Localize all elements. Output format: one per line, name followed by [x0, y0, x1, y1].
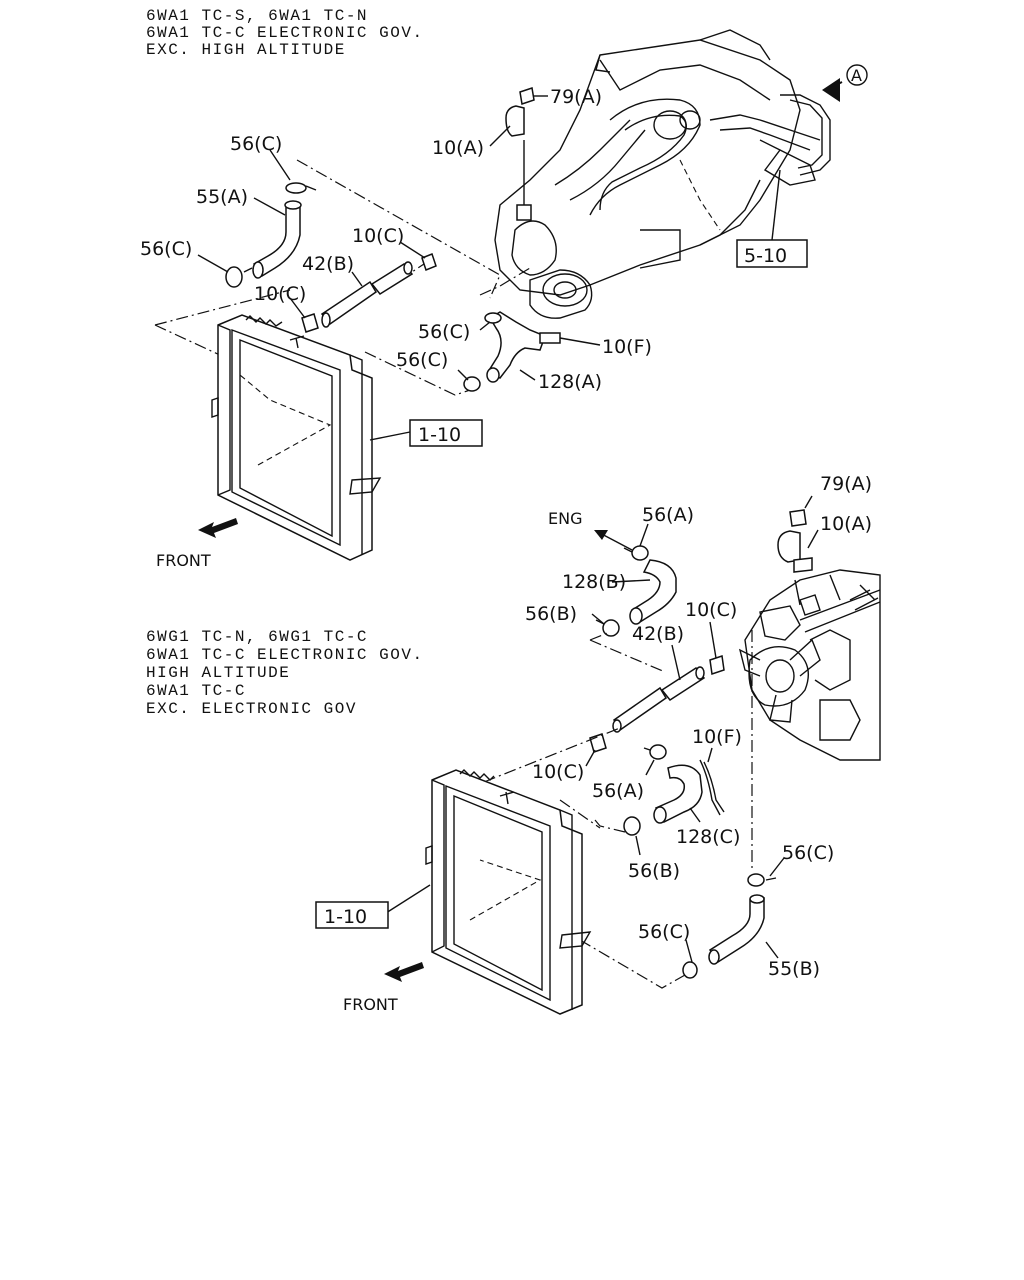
top-bracket-79a: 79(A) 10(A) — [432, 86, 602, 221]
top-view-a-marker: A — [822, 64, 868, 102]
bottom-callout-42b: 42(B) — [632, 623, 684, 645]
eng-arrow-icon — [594, 530, 608, 540]
top-ref-engine: 5-10 — [736, 169, 808, 268]
bottom-callout-56c-2: 56(C) — [638, 921, 690, 943]
bottom-hose-55b: 56(C) 56(C) 55(B) — [638, 842, 834, 980]
bottom-note-line-5: EXC. ELECTRONIC GOV — [146, 700, 357, 718]
top-callout-10c-1: 10(C) — [352, 225, 404, 247]
top-ref-engine-label: 5-10 — [744, 245, 787, 267]
bottom-note-line-4: 6WA1 TC-C — [146, 682, 246, 700]
bottom-callout-10f: 10(F) — [692, 726, 742, 748]
top-notes: 6WA1 TC-S, 6WA1 TC-N 6WA1 TC-C ELECTRONI… — [146, 7, 424, 59]
top-callout-128a: 128(A) — [538, 371, 602, 393]
top-front-indicator: FRONT — [156, 518, 238, 570]
bottom-callout-128c: 128(C) — [676, 826, 740, 848]
bottom-notes: 6WG1 TC-N, 6WG1 TC-C 6WA1 TC-C ELECTRONI… — [146, 628, 424, 718]
top-note-line-3: EXC. HIGH ALTITUDE — [146, 41, 346, 59]
bottom-front-label: FRONT — [343, 995, 398, 1014]
bottom-callout-56a-2: 56(A) — [592, 780, 644, 802]
top-hose-55a: 56(C) 55(A) 56(C) — [140, 133, 317, 288]
bottom-radiator: 1-10 — [315, 769, 592, 1015]
top-hose-128a: 56(C) 56(C) 10(F) 128(A) — [396, 311, 652, 393]
bottom-note-line-2: 6WA1 TC-C ELECTRONIC GOV. — [146, 646, 424, 664]
top-note-line-2: 6WA1 TC-C ELECTRONIC GOV. — [146, 24, 424, 42]
top-callout-79a: 79(A) — [550, 86, 602, 108]
bottom-note-line-3: HIGH ALTITUDE — [146, 664, 290, 682]
top-note-line-1: 6WA1 TC-S, 6WA1 TC-N — [146, 7, 368, 25]
bottom-callout-10a: 10(A) — [820, 513, 872, 535]
bottom-pipe-42b: 10(C) 42(B) 10(C) — [532, 599, 737, 783]
bottom-callout-79a: 79(A) — [820, 473, 872, 495]
bottom-callout-56a-1: 56(A) — [642, 504, 694, 526]
bottom-callout-56c-1: 56(C) — [782, 842, 834, 864]
top-ref-radiator-label: 1-10 — [418, 424, 461, 446]
top-callout-10f: 10(F) — [602, 336, 652, 358]
top-callout-10a: 10(A) — [432, 137, 484, 159]
bottom-engine-drawing — [738, 569, 881, 761]
bottom-callout-55b: 55(B) — [768, 958, 820, 980]
top-callout-55a: 55(A) — [196, 186, 248, 208]
top-radiator: 1-10 — [211, 314, 483, 561]
bottom-eng-indicator: ENG 56(A) — [548, 504, 694, 561]
bottom-front-indicator: FRONT — [343, 962, 424, 1014]
top-engine-drawing — [494, 29, 831, 319]
top-front-label: FRONT — [156, 551, 211, 570]
view-arrow-icon — [822, 78, 840, 102]
bottom-eng-label: ENG — [548, 509, 582, 528]
top-callout-42b: 42(B) — [302, 253, 354, 275]
bottom-callout-128b: 128(B) — [562, 571, 626, 593]
bottom-note-line-1: 6WG1 TC-N, 6WG1 TC-C — [146, 628, 368, 646]
bottom-hose-128b: 128(B) 56(B) — [525, 559, 677, 637]
top-callout-56c-2: 56(C) — [140, 238, 192, 260]
bottom-callout-56b-2: 56(B) — [628, 860, 680, 882]
top-callout-56c-3: 56(C) — [418, 321, 470, 343]
bottom-ref-radiator-label: 1-10 — [324, 906, 367, 928]
top-pipe-42b: 10(C) 42(B) 10(C) — [254, 225, 437, 333]
front-arrow-icon — [198, 518, 238, 538]
top-view-a-label: A — [851, 66, 862, 85]
top-callout-10c-2: 10(C) — [254, 283, 306, 305]
bottom-hose-128c: 10(F) 56(A) 128(C) 56(B) — [592, 726, 742, 882]
bottom-callout-10c-1: 10(C) — [685, 599, 737, 621]
front-arrow-icon — [384, 962, 424, 982]
top-callout-56c-4: 56(C) — [396, 349, 448, 371]
bottom-callout-10c-2: 10(C) — [532, 761, 584, 783]
bottom-bracket-79a: 79(A) 10(A) — [777, 473, 872, 573]
top-callout-56c-1: 56(C) — [230, 133, 282, 155]
bottom-callout-56b-1: 56(B) — [525, 603, 577, 625]
